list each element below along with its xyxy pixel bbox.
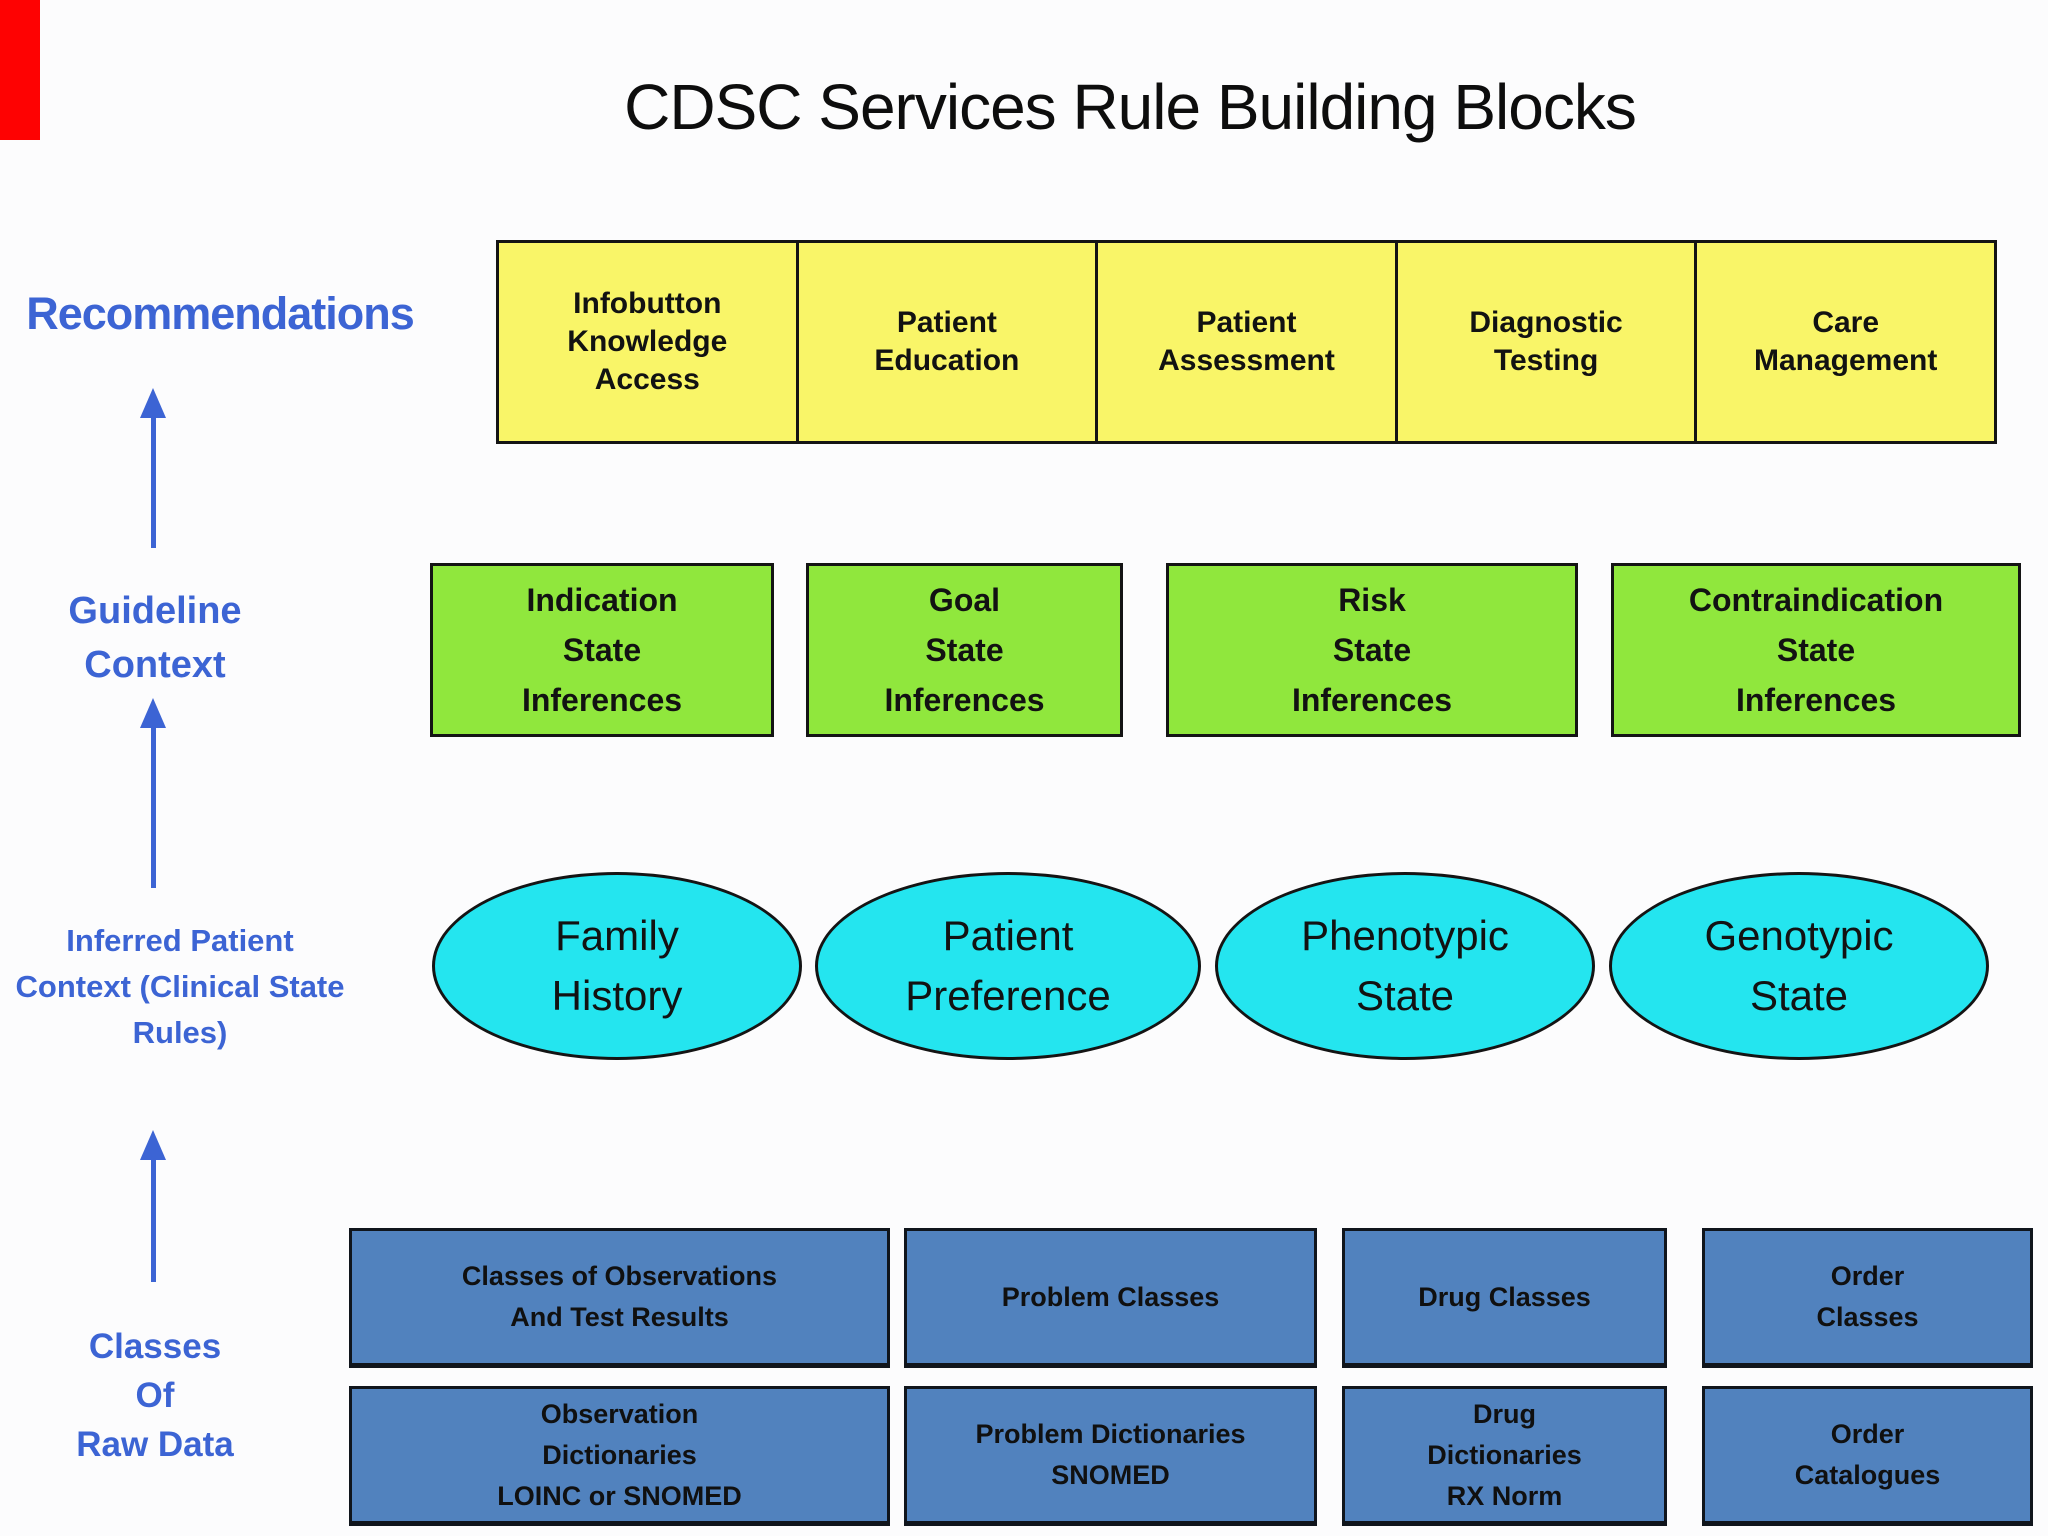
- block-observation-dictionaries: Observation Dictionaries LOINC or SNOMED: [349, 1386, 890, 1526]
- block-patient-assessment: Patient Assessment: [1095, 243, 1395, 441]
- arrow-shaft: [150, 728, 156, 888]
- arrow-head-icon: [140, 1130, 166, 1160]
- ellipse-patient-preference: Patient Preference: [815, 872, 1201, 1060]
- label-classes-of-raw-data: Classes Of Raw Data: [76, 1327, 234, 1464]
- ellipse-genotypic-state: Genotypic State: [1609, 872, 1989, 1060]
- arrow-shaft: [150, 1160, 156, 1282]
- arrow-head-icon: [140, 388, 166, 418]
- block-diagnostic-testing: Diagnostic Testing: [1394, 243, 1695, 441]
- block-patient-education: Patient Education: [795, 243, 1096, 441]
- ellipse-phenotypic-state: Phenotypic State: [1215, 872, 1595, 1060]
- recommendations-row: Infobutton Knowledge Access Patient Educ…: [496, 240, 1997, 444]
- up-arrow-to-guideline-context-icon: [138, 698, 168, 888]
- up-arrow-to-recommendations-icon: [138, 388, 168, 548]
- block-classes-of-observations: Classes of Observations And Test Results: [349, 1228, 890, 1368]
- arrow-shaft: [150, 418, 156, 548]
- block-drug-classes: Drug Classes: [1342, 1228, 1667, 1368]
- block-care-management: Care Management: [1694, 243, 1994, 441]
- block-indication-state-inferences: Indication State Inferences: [430, 563, 774, 737]
- label-recommendations: Recommendations: [26, 288, 415, 339]
- block-risk-state-inferences: Risk State Inferences: [1166, 563, 1578, 737]
- arrow-head-icon: [140, 698, 166, 728]
- block-problem-classes: Problem Classes: [904, 1228, 1317, 1368]
- block-problem-dictionaries: Problem Dictionaries SNOMED: [904, 1386, 1317, 1526]
- block-contraindication-state-inferences: Contraindication State Inferences: [1611, 563, 2021, 737]
- up-arrow-to-inferred-context-icon: [138, 1130, 168, 1282]
- block-goal-state-inferences: Goal State Inferences: [806, 563, 1123, 737]
- page-title: CDSC Services Rule Building Blocks: [624, 71, 1637, 143]
- block-infobutton-knowledge-access: Infobutton Knowledge Access: [567, 287, 728, 396]
- block-order-catalogues: Order Catalogues: [1702, 1386, 2033, 1526]
- ellipse-family-history: Family History: [432, 872, 802, 1060]
- label-guideline-context: Guideline Context: [68, 590, 242, 686]
- label-inferred-patient-context: Inferred Patient Context (Clinical State…: [15, 923, 345, 1050]
- block-order-classes: Order Classes: [1702, 1228, 2033, 1368]
- red-corner-marker: [0, 0, 40, 140]
- block-drug-dictionaries: Drug Dictionaries RX Norm: [1342, 1386, 1667, 1526]
